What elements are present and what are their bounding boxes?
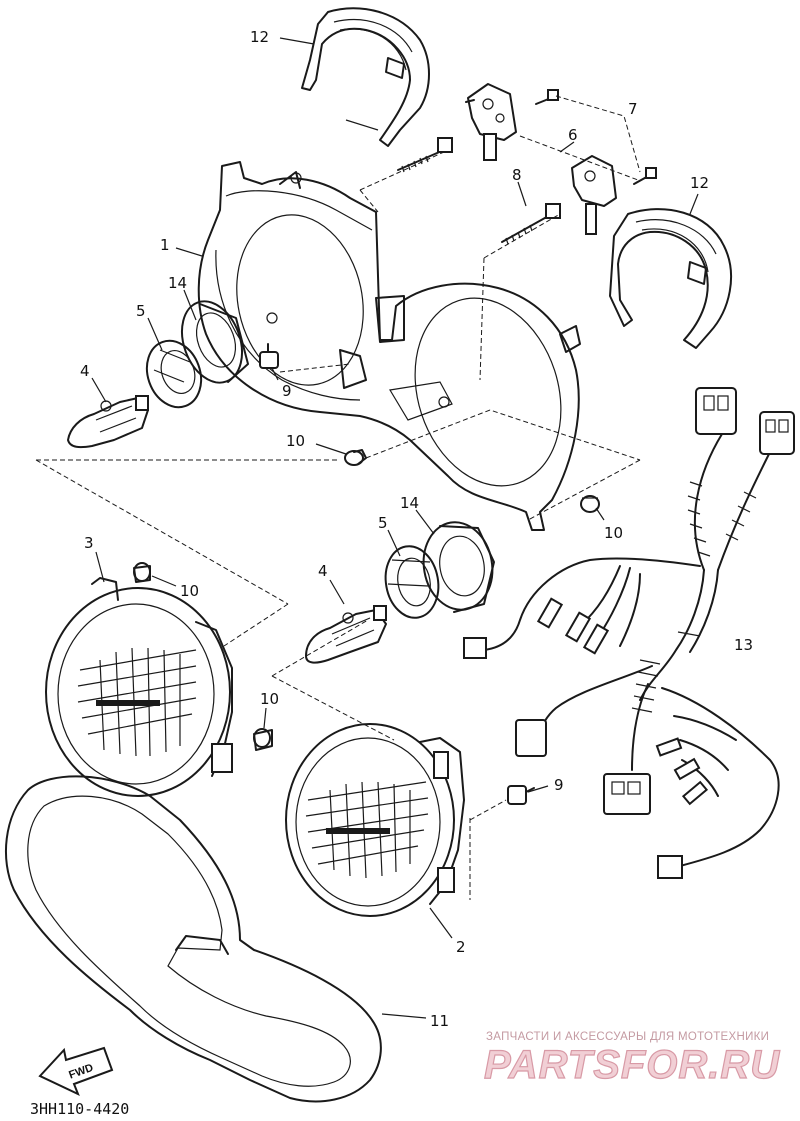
part-14-socket-right — [422, 521, 495, 613]
part-11-headlight-bezel — [4, 775, 382, 1103]
callout-12-upper: 12 — [250, 28, 269, 46]
watermark-subtitle: ЗАПЧАСТИ И АКСЕССУАРЫ ДЛЯ МОТОТЕХНИКИ — [486, 1031, 769, 1043]
callout-5-right: 5 — [378, 514, 388, 532]
callout-10-d: 10 — [260, 690, 279, 708]
callout-10-a: 10 — [286, 432, 305, 450]
part-10-grommet-a — [344, 449, 367, 466]
callout-13: 13 — [734, 636, 753, 654]
watermark-logo: ЗАПЧАСТИ И АКСЕССУАРЫ ДЛЯ МОТОТЕХНИКИ PA… — [483, 1031, 780, 1088]
callout-10-c: 10 — [180, 582, 199, 600]
diagram-code: 3HH110-4420 — [30, 1100, 129, 1118]
part-4-bulb-left — [67, 395, 149, 449]
part-12-headlight-cover-upper — [301, 7, 430, 147]
callout-12-right: 12 — [690, 174, 709, 192]
callout-8: 8 — [512, 166, 522, 184]
part-7-bolt-upper — [535, 89, 559, 105]
callout-4-right: 4 — [318, 562, 328, 580]
part-9-plug-upper — [259, 343, 279, 369]
callout-14-left: 14 — [168, 274, 187, 292]
callout-1: 1 — [160, 236, 170, 254]
watermark-logo-text: PARTSFOR.RU — [484, 1043, 780, 1087]
forward-direction-arrow: FWD — [38, 1046, 114, 1096]
part-5-dust-boot-left — [145, 339, 203, 409]
callout-11: 11 — [430, 1012, 449, 1030]
callout-4-left: 4 — [80, 362, 90, 380]
part-10-grommet-d — [253, 728, 273, 751]
part-6-bracket-upper — [465, 83, 517, 161]
part-10-grommet-c — [133, 562, 151, 583]
part-4-bulb-right — [305, 605, 387, 664]
callout-10-b: 10 — [604, 524, 623, 542]
part-5-dust-boot-right — [384, 545, 440, 619]
part-14-socket-left — [181, 300, 249, 384]
callout-7: 7 — [628, 100, 638, 118]
part-8-bolt-upper — [397, 137, 453, 173]
part-2-headlight-unit-right — [285, 723, 465, 917]
callout-leaders — [91, 37, 701, 1019]
part-9-plug-lower — [507, 785, 535, 805]
callout-5-left: 5 — [136, 302, 146, 320]
callout-3: 3 — [84, 534, 94, 552]
callout-2: 2 — [456, 938, 466, 956]
part-8-bolt-lower — [501, 203, 561, 245]
part-12-headlight-cover-right — [609, 208, 732, 349]
callout-6: 6 — [568, 126, 578, 144]
callout-14-right: 14 — [400, 494, 419, 512]
part-7-bolt-lower — [633, 167, 657, 185]
part-3-headlight-unit-left — [45, 577, 233, 797]
assembly-guide-lines — [35, 95, 641, 900]
callout-9-lower: 9 — [554, 776, 564, 794]
part-13-wire-harness — [463, 387, 795, 879]
part-6-bracket-lower — [571, 155, 617, 235]
callout-9-upper: 9 — [282, 382, 292, 400]
part-10-grommet-b — [580, 495, 600, 513]
part-1-headlight-housing — [197, 161, 581, 531]
